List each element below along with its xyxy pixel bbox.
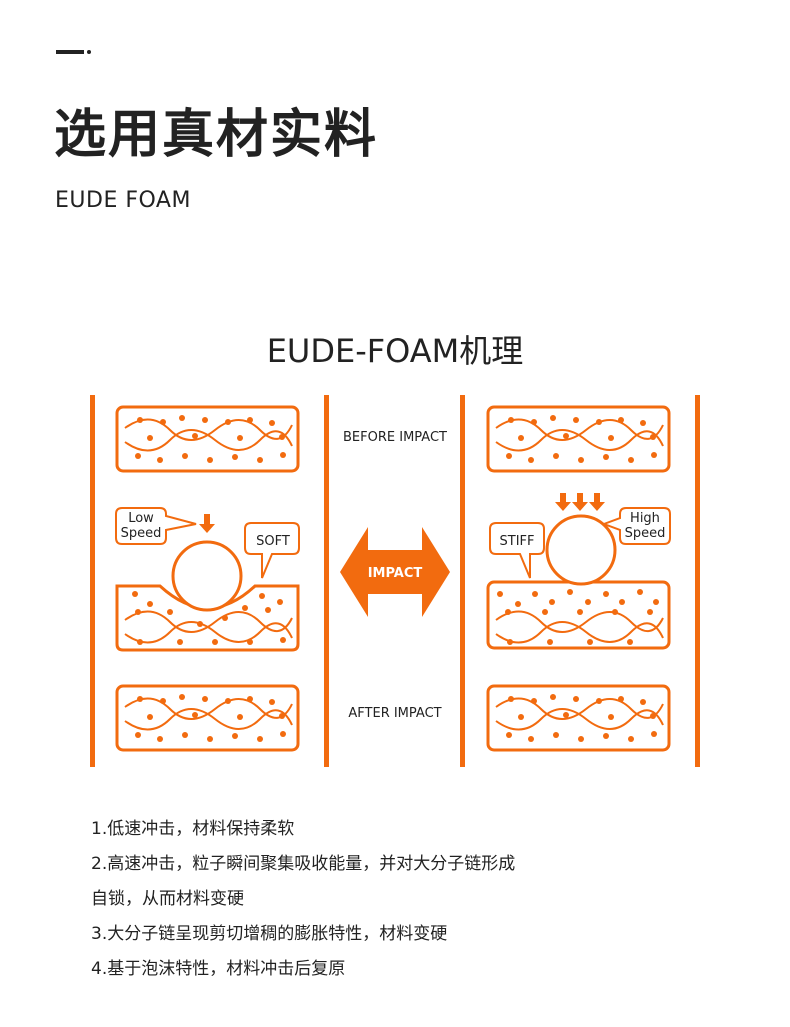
impact-double-arrow-icon: IMPACT [340, 527, 450, 617]
divider-bar-center-right [460, 395, 465, 767]
stiff-impact-illustration [486, 493, 671, 650]
high-speed-callout: High Speed [601, 507, 671, 545]
page-subtitle: EUDE FOAM [55, 188, 191, 213]
before-impact-label: BEFORE IMPACT [343, 430, 447, 445]
soft-label: SOFT [256, 534, 290, 549]
divider-bar-right [695, 395, 700, 767]
divider-bar-left [90, 395, 95, 767]
foam-block-before-left [115, 405, 300, 473]
stiff-label: STIFF [500, 534, 535, 549]
impact-label: IMPACT [368, 566, 423, 581]
low-speed-label-line2: Speed [121, 526, 162, 541]
low-speed-callout: Low Speed [115, 507, 197, 545]
note-line: 3.大分子链呈现剪切增稠的膨胀特性，材料变硬 [91, 924, 448, 944]
note-line: 2.高速冲击，粒子瞬间聚集吸收能量，并对大分子链形成 [91, 854, 516, 874]
stiff-callout: STIFF [489, 522, 545, 579]
after-impact-label: AFTER IMPACT [348, 706, 441, 721]
low-speed-label-line1: Low [128, 511, 154, 526]
foam-block-after-left [115, 684, 300, 752]
impact-mechanism-diagram: Low Speed SOFT BEFORE IMPACT IMPACT AFTE… [90, 395, 700, 767]
note-line: 自锁，从而材料变硬 [91, 889, 244, 909]
foam-block-after-right [486, 684, 671, 752]
high-speed-label-line1: High [630, 511, 660, 526]
diagram-title: EUDE-FOAM机理 [266, 332, 524, 370]
title-dash-icon [56, 50, 91, 54]
soft-callout: SOFT [244, 522, 300, 579]
page-title: 选用真材实料 [54, 105, 379, 165]
divider-bar-center-left [324, 395, 329, 767]
note-line: 1.低速冲击，材料保持柔软 [91, 819, 295, 839]
mechanism-notes: 1.低速冲击，材料保持柔软 2.高速冲击，粒子瞬间聚集吸收能量，并对大分子链形成… [91, 812, 515, 987]
note-line: 4.基于泡沫特性，材料冲击后复原 [91, 959, 346, 979]
foam-block-before-right [486, 405, 671, 473]
high-speed-label-line2: Speed [625, 526, 666, 541]
soft-impact-illustration [115, 514, 300, 652]
